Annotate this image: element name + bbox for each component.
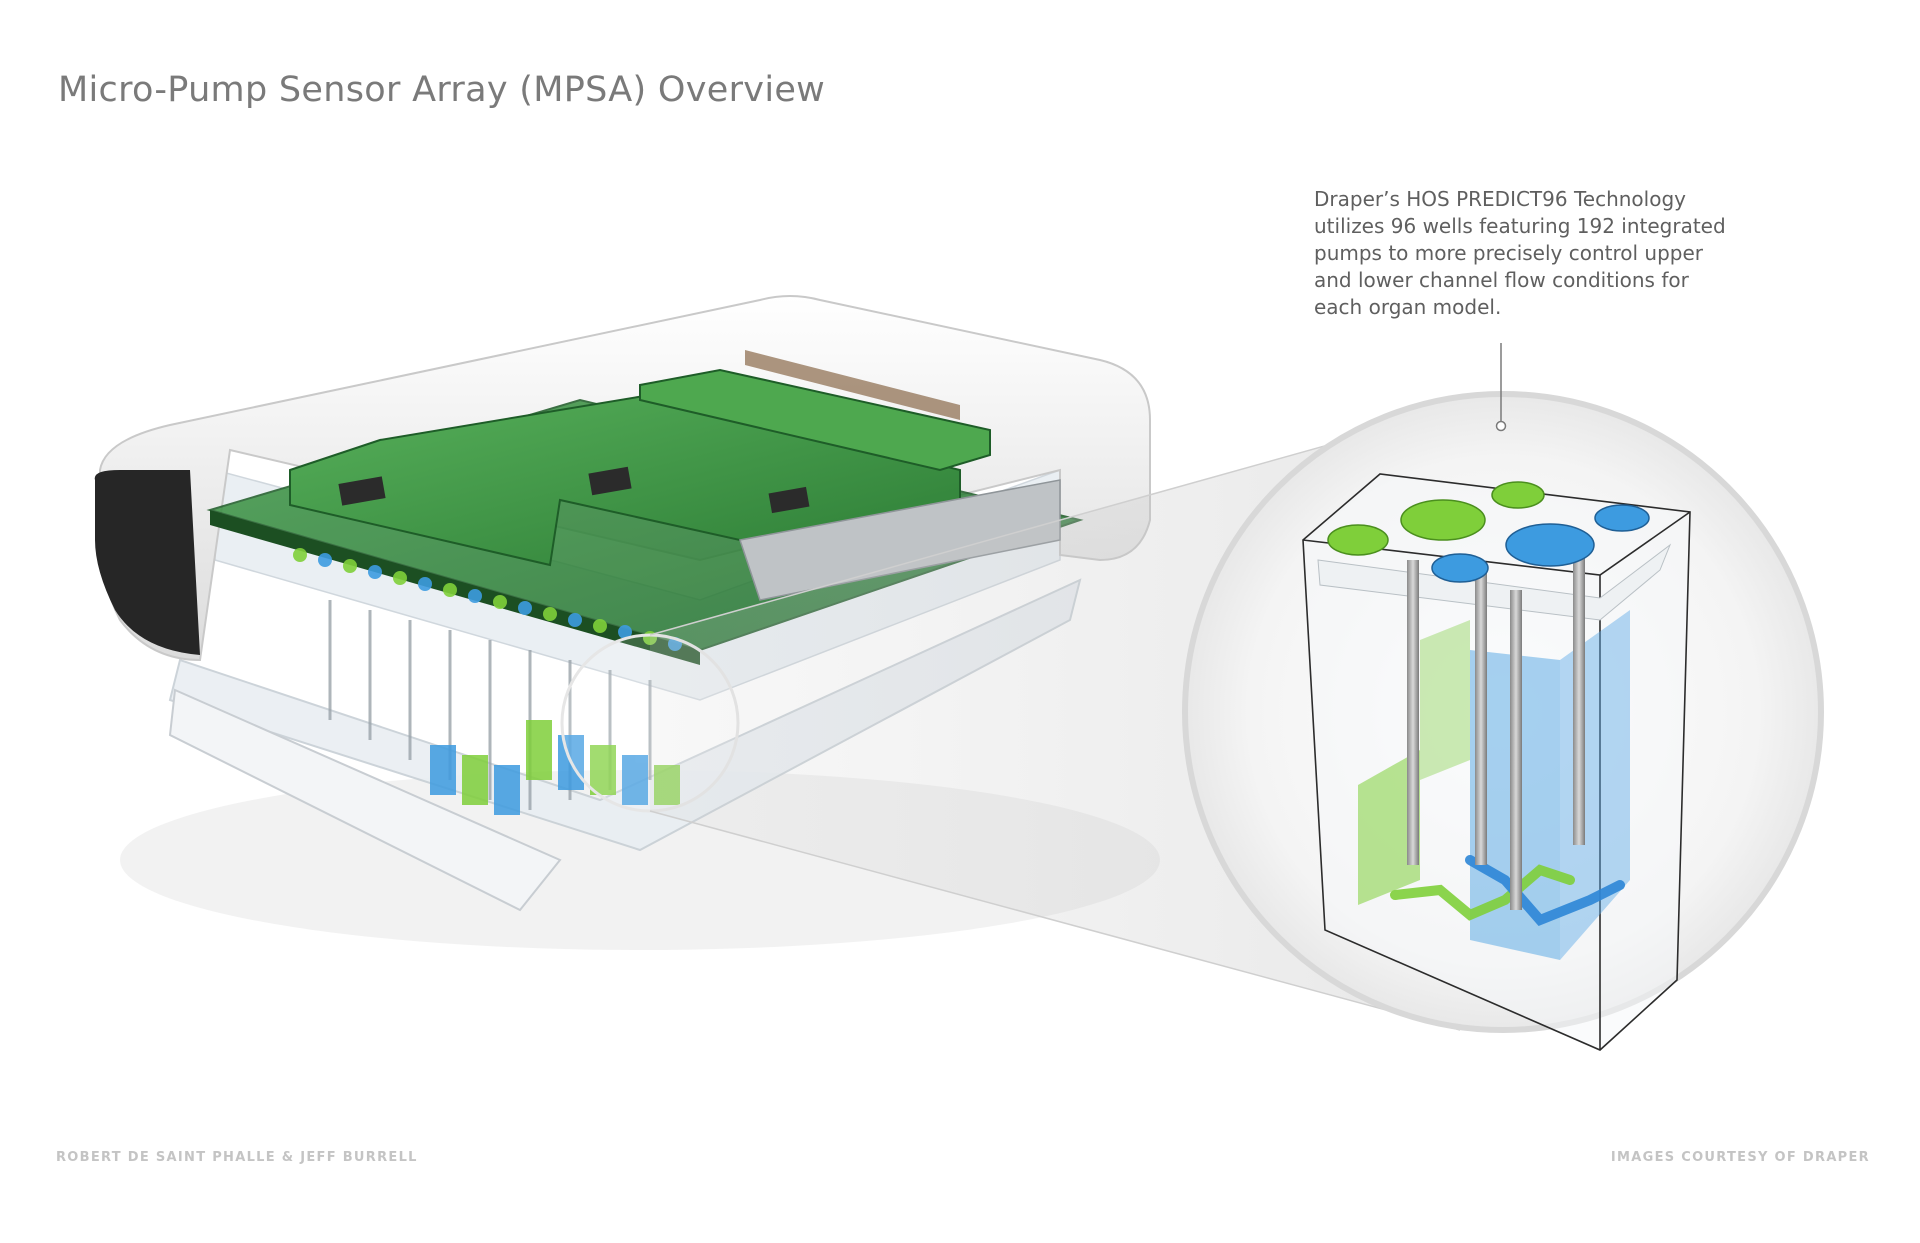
copper-plate <box>745 350 960 420</box>
page-title: Micro-Pump Sensor Array (MPSA) Overview <box>58 70 826 110</box>
callout-text: Draper’s HOS PREDICT96 Technology utiliz… <box>1314 186 1774 321</box>
zoom-line-bottom <box>649 810 1461 1031</box>
single-well-detail <box>1182 391 1824 1051</box>
callout-line: utilizes 96 wells featuring 192 integrat… <box>1314 214 1726 238</box>
chip <box>588 466 632 496</box>
callout-line: each organ model. <box>1314 295 1502 319</box>
pump-rod <box>1407 560 1419 865</box>
chip <box>338 476 386 506</box>
callout-line: Draper’s HOS PREDICT96 Technology <box>1314 187 1686 211</box>
pump-disc-rows <box>293 548 682 651</box>
green-chamber <box>1358 750 1420 905</box>
daughter-board <box>639 368 991 472</box>
pump-rod <box>1510 590 1522 910</box>
pump-rod <box>1475 565 1487 865</box>
callout-line: pumps to more precisely control upper <box>1314 241 1704 265</box>
chip <box>768 486 810 514</box>
callout-leader-dot <box>1495 420 1507 432</box>
author-credit: ROBERT DE SAINT PHALLE & JEFF BURRELL <box>56 1150 418 1165</box>
acrylic-base-front <box>168 688 562 912</box>
pump-rod <box>1573 555 1585 845</box>
green-channel <box>1390 864 1575 921</box>
callout-line: and lower channel flow conditions for <box>1314 268 1689 292</box>
blue-channel <box>1465 855 1625 926</box>
end-cap <box>94 470 200 655</box>
image-credit: IMAGES COURTESY OF DRAPER <box>1610 1150 1870 1165</box>
pump-discs <box>1327 481 1650 583</box>
